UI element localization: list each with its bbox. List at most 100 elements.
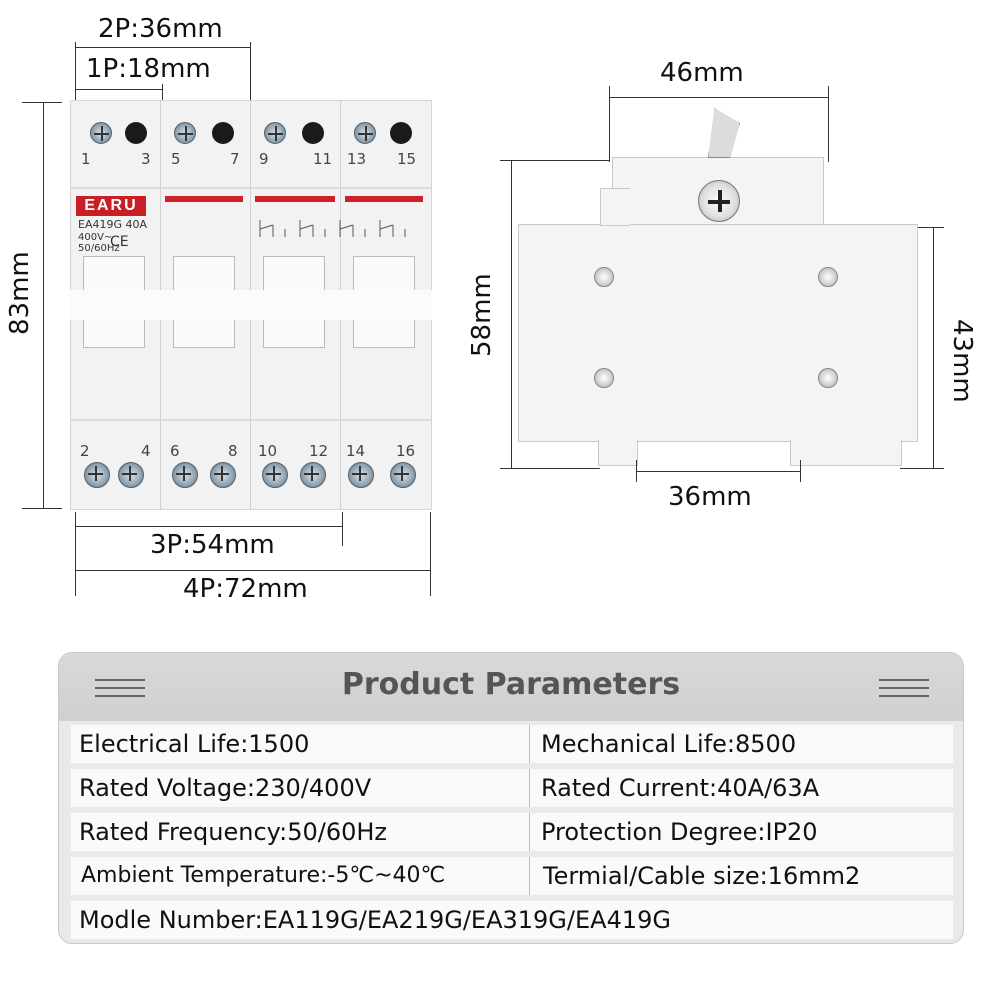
terminal-screw-icon: [262, 462, 288, 488]
parameter-row: Electrical Life:1500 Mechanical Life:850…: [71, 725, 953, 763]
terminal-screw-icon: [84, 462, 110, 488]
terminal-screw-icon: [210, 462, 236, 488]
dim-3p-line: [75, 526, 342, 527]
terminal-number: 4: [141, 442, 151, 460]
decor-lines-right-icon: [879, 679, 929, 701]
parameter-row: Rated Frequency:50/60Hz Protection Degre…: [71, 813, 953, 851]
parameters-panel: Product Parameters Electrical Life:1500 …: [58, 652, 964, 944]
plus-screw-icon: [698, 180, 740, 222]
rail-foot: [598, 440, 638, 466]
param-model-number: Modle Number:EA119G/EA219G/EA319G/EA419G: [79, 906, 671, 934]
dim-58-bottom-ext: [500, 468, 600, 469]
dim-height-line: [43, 102, 44, 508]
terminal-screw-icon: [118, 462, 144, 488]
terminal-number: 3: [141, 150, 151, 168]
red-bar: [255, 196, 335, 202]
parameter-row-full: Modle Number:EA119G/EA219G/EA319G/EA419G: [71, 901, 953, 939]
dim-4p-label: 4P:72mm: [183, 574, 308, 604]
dim-left-ext: [75, 512, 76, 596]
terminal-number: 8: [228, 442, 238, 460]
param-rated-frequency: Rated Frequency:50/60Hz: [79, 818, 388, 846]
dim-36-right-ext: [800, 460, 801, 482]
frequency-label: 50/60Hz: [78, 243, 120, 254]
dim-43-bottom-ext: [900, 468, 944, 469]
param-protection-degree: Protection Degree:IP20: [541, 818, 818, 846]
terminal-number: 14: [346, 442, 366, 460]
handle-bar: [70, 290, 432, 320]
ce-mark: CE: [110, 234, 129, 250]
side-main-body: [518, 224, 918, 442]
dim-3p-right-ext: [342, 512, 343, 546]
param-cable-size: Termial/Cable size:16mm2: [543, 862, 861, 890]
terminal-screw-icon: [174, 122, 196, 144]
terminal-number: 11: [313, 150, 333, 168]
dim-58-line: [511, 160, 512, 468]
brand-logo: EARU: [76, 196, 146, 216]
voltage-label: 400V~: [78, 232, 113, 243]
terminal-hole: [302, 122, 324, 144]
terminal-number: 5: [171, 150, 181, 168]
terminal-number: 10: [258, 442, 278, 460]
rail-foot: [790, 440, 902, 466]
parameters-header: Product Parameters: [59, 653, 963, 721]
side-step: [600, 188, 630, 226]
dim-43-top-ext: [918, 227, 944, 228]
param-rated-voltage: Rated Voltage:230/400V: [79, 774, 372, 802]
rivet-icon: [594, 267, 614, 287]
dim-1p-label: 1P:18mm: [86, 54, 211, 84]
decor-lines-left-icon: [95, 679, 145, 701]
dim-43-label: 43mm: [947, 319, 977, 403]
rivet-icon: [594, 368, 614, 388]
dim-36-line: [636, 471, 800, 472]
parameter-row: Ambient Temperature:-5℃~40℃ Termial/Cabl…: [71, 857, 953, 895]
dim-4p-right-ext: [430, 512, 431, 596]
terminal-screw-icon: [390, 462, 416, 488]
terminal-number: 15: [397, 150, 417, 168]
terminal-number: 12: [309, 442, 329, 460]
wiring-schematic: [259, 220, 406, 237]
terminal-number: 7: [230, 150, 240, 168]
terminal-screw-icon: [348, 462, 374, 488]
dim-1p-right-ext: [162, 84, 163, 102]
terminal-screw-icon: [172, 462, 198, 488]
front-view: 2P:36mm 1P:18mm 83mm 1 3 5 7 9 11 13 15 …: [0, 0, 450, 620]
param-ambient-temperature: Ambient Temperature:-5℃~40℃: [81, 863, 446, 888]
terminal-number: 6: [170, 442, 180, 460]
red-bar: [165, 196, 243, 202]
dim-2p-line: [75, 47, 250, 48]
dim-46-label: 46mm: [660, 58, 744, 88]
dim-height-bottom-ext: [22, 508, 62, 509]
dim-height-top-ext: [22, 102, 62, 103]
terminal-number: 16: [396, 442, 416, 460]
terminal-number: 13: [347, 150, 367, 168]
parameters-title: Product Parameters: [341, 667, 681, 702]
model-label: EA419G 40A: [78, 218, 148, 231]
dim-4p-line: [75, 570, 430, 571]
terminal-number: 1: [81, 150, 91, 168]
dim-58-label: 58mm: [467, 273, 497, 357]
terminal-hole: [212, 122, 234, 144]
param-mechanical-life: Mechanical Life:8500: [541, 730, 797, 758]
rivet-icon: [818, 368, 838, 388]
terminal-screw-icon: [264, 122, 286, 144]
dim-46-line: [609, 97, 828, 98]
dim-46-right-ext: [828, 86, 829, 162]
terminal-screw-icon: [354, 122, 376, 144]
red-bar: [345, 196, 423, 202]
dim-3p-label: 3P:54mm: [150, 530, 275, 560]
dim-2p-left-ext: [75, 42, 76, 102]
param-rated-current: Rated Current:40A/63A: [541, 774, 820, 802]
dim-height-label: 83mm: [5, 251, 35, 335]
dim-36-label: 36mm: [668, 482, 752, 512]
terminal-screw-icon: [90, 122, 112, 144]
terminal-number: 2: [80, 442, 90, 460]
dim-1p-line: [75, 89, 162, 90]
dim-2p-label: 2P:36mm: [98, 14, 223, 44]
rivet-icon: [818, 267, 838, 287]
dim-46-left-ext: [609, 86, 610, 162]
terminal-hole: [125, 122, 147, 144]
terminal-number: 9: [259, 150, 269, 168]
param-electrical-life: Electrical Life:1500: [79, 730, 310, 758]
dim-2p-right-ext: [250, 42, 251, 102]
dim-43-line: [933, 227, 934, 468]
